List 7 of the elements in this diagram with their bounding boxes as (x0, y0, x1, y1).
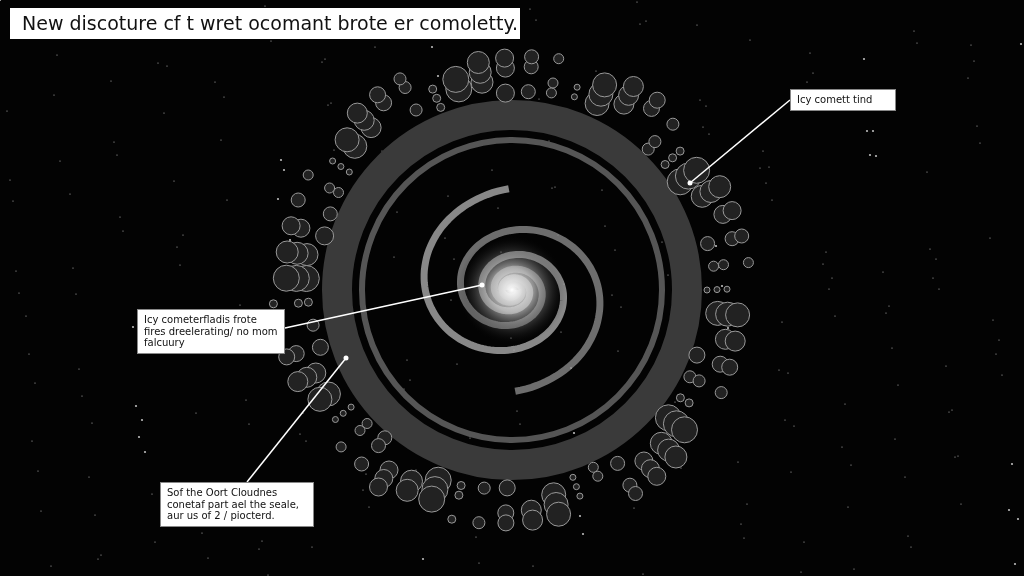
callout-text: Icy comett tind (797, 94, 874, 106)
leader-line (246, 355, 349, 483)
callout-text: Icy cometerfladis frote fires dreelerating/ no mom falcuury (144, 314, 278, 349)
callout-text: Sof the Oort Cloudnes conetaf part ael the seale, aur us of 2 / piocterd. (167, 487, 300, 522)
leader-line (284, 282, 485, 329)
leader-line (687, 99, 791, 186)
title-banner: New discoture cf t wret ocomant brote er comoletty. (10, 8, 520, 39)
